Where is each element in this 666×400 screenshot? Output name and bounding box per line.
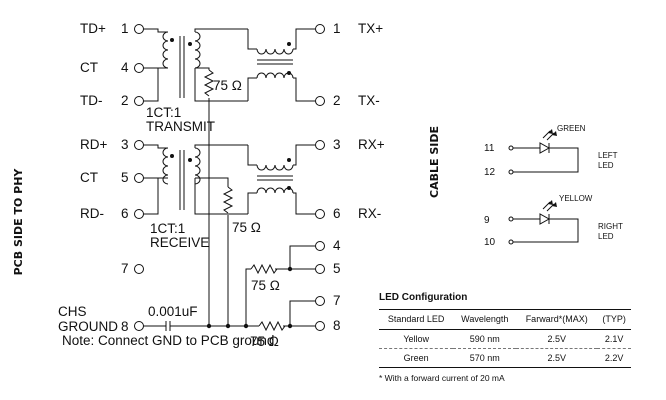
led-table-grid: Standard LED Wavelength Farward*(MAX) (T…	[379, 309, 631, 368]
pin-number-6: 6	[121, 206, 129, 221]
pcb-pin-5	[134, 173, 144, 183]
led-color-cell: Green	[403, 353, 429, 363]
pin-label-rd-minus: RD-	[80, 206, 104, 221]
led-table-header: (TYP)	[602, 314, 626, 324]
led-color-cell: Yellow	[403, 334, 429, 344]
cable-pin-5	[315, 264, 325, 274]
cable-pin-number-3: 3	[333, 137, 341, 152]
cable-pin-8	[315, 321, 325, 331]
pin-label-td-minus: TD-	[80, 93, 103, 108]
led-pin-12: 12	[484, 167, 496, 178]
cable-pin-number-1: 1	[333, 21, 341, 36]
led-pin-11: 11	[484, 143, 495, 154]
pin-number-1: 1	[121, 21, 129, 36]
led-configuration-table: LED Configuration Standard LED Wavelengt…	[379, 292, 631, 383]
cable-pin-4	[315, 241, 325, 251]
cable-pin-label-rx-plus: RX+	[358, 137, 385, 152]
pin-label-rd-plus: RD+	[80, 137, 107, 152]
pin-number-5: 5	[121, 170, 129, 185]
forward-max-cell: 2.5V	[547, 353, 566, 363]
receive-ratio: 1CT:1	[150, 221, 185, 236]
pcb-pin-2	[134, 96, 144, 106]
cable-pin-6	[315, 209, 325, 219]
cable-pin-label-tx-minus: TX-	[358, 93, 380, 108]
wavelength-cell: 570 nm	[469, 353, 500, 363]
forward-typ-cell: 2.2V	[604, 353, 624, 363]
led-table-title: LED Configuration	[379, 292, 468, 303]
pin-number-3: 3	[121, 137, 129, 152]
cable-pin-label-rx-minus: RX-	[358, 206, 381, 221]
pin-number-2: 2	[121, 93, 129, 108]
forward-typ-cell: 2.1V	[604, 334, 624, 344]
pcb-pin-6	[134, 209, 144, 219]
transmit-transformer	[143, 28, 315, 102]
cable-pin-number-2: 2	[333, 93, 341, 108]
pin-number-7-nc: 7	[121, 261, 129, 276]
left-side-label: PCB SIDE TO PHY	[12, 168, 25, 276]
cable-pin-1	[315, 24, 325, 34]
termination-resistor-value-b: 75 Ω	[250, 334, 279, 349]
cable-pin-2	[315, 96, 325, 106]
led-table-header: Farward*(MAX)	[525, 314, 588, 324]
cable-pin-number-8: 8	[333, 318, 341, 333]
pin-label-ct-tx: CT	[80, 60, 98, 75]
transmit-ratio: 1CT:1	[146, 105, 181, 120]
pcb-pin-1	[134, 24, 144, 34]
right-led-color: YELLOW	[559, 194, 593, 203]
termination-resistor-value-a: 75 Ω	[251, 278, 280, 293]
cable-pin-3	[315, 140, 325, 150]
chassis-label-line1: CHS	[58, 304, 87, 319]
table-row: Yellow 590 nm 2.5V 2.1V	[379, 330, 631, 349]
led-table-footnote: * With a forward current of 20 mA	[379, 373, 505, 383]
left-led-color: GREEN	[557, 124, 586, 133]
transmit-resistor-value: 75 Ω	[213, 78, 242, 93]
pcb-pin-7	[134, 264, 144, 274]
cable-pin-number-4: 4	[333, 238, 341, 253]
receive-resistor-value: 75 Ω	[232, 220, 261, 235]
forward-max-cell: 2.5V	[547, 334, 566, 344]
chassis-pin-number: 8	[121, 319, 129, 334]
chassis-label-line2: GROUND	[58, 319, 118, 334]
pin-label-td-plus: TD+	[80, 21, 106, 36]
pcb-pin-3	[134, 140, 144, 150]
pin-label-ct-rx: CT	[80, 170, 98, 185]
cable-pin-number-7: 7	[333, 293, 341, 308]
receive-transformer	[143, 144, 315, 215]
led-table-header: Wavelength	[461, 314, 509, 324]
table-row: Green 570 nm 2.5V 2.2V	[379, 349, 631, 368]
cable-pin-7	[315, 296, 325, 306]
termination-network	[143, 98, 315, 331]
led-table-header: Standard LED	[387, 314, 445, 324]
led-pin-9: 9	[484, 215, 490, 226]
pcb-pin-4	[134, 63, 144, 73]
ground-note: Note: Connect GND to PCB ground	[62, 333, 274, 348]
transmit-label: TRANSMIT	[146, 119, 215, 134]
pin-number-4: 4	[121, 60, 129, 75]
cable-pin-label-tx-plus: TX+	[358, 21, 383, 36]
chassis-capacitor-value: 0.001uF	[148, 304, 198, 319]
cable-pin-number-5: 5	[333, 261, 341, 276]
cable-pin-number-6: 6	[333, 206, 341, 221]
wavelength-cell: 590 nm	[469, 334, 500, 344]
right-side-label: CABLE SIDE	[428, 126, 441, 198]
chassis-pin-8	[134, 321, 144, 331]
receive-label: RECEIVE	[150, 235, 209, 250]
led-pin-10: 10	[484, 237, 496, 248]
